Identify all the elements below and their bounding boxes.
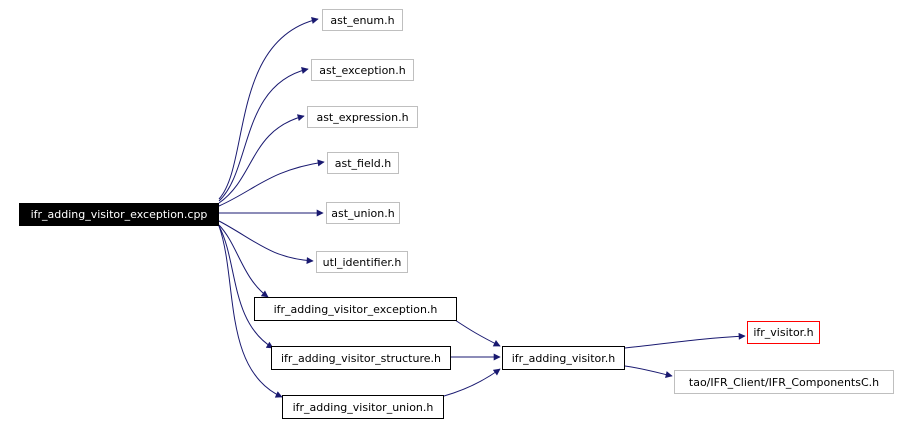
node-label: ifr_visitor.h — [753, 326, 814, 339]
node-ast-enum[interactable]: ast_enum.h — [322, 9, 403, 31]
edge-iav_union-to-iav — [443, 368, 501, 397]
node-label: ifr_adding_visitor_structure.h — [281, 351, 441, 365]
node-ifr-visitor[interactable]: ifr_visitor.h — [747, 321, 820, 344]
node-label: utl_identifier.h — [322, 255, 402, 269]
edge-iav-to-ifr_visitor — [624, 332, 746, 349]
edge-iav_exception-to-iav — [454, 319, 501, 347]
edge-root-to-ast_exception — [218, 67, 309, 202]
edge-root-to-ast_enum — [218, 17, 319, 200]
edge-root-to-iav_exception — [218, 224, 269, 298]
edge-root-to-ast_expression — [218, 114, 305, 204]
edge-root-to-iav_union — [218, 225, 283, 398]
node-ast-field[interactable]: ast_field.h — [327, 152, 399, 174]
node-utl-identifier[interactable]: utl_identifier.h — [316, 251, 408, 273]
edge-iav-to-ifr_components — [624, 365, 673, 378]
node-ast-exception[interactable]: ast_exception.h — [311, 59, 414, 81]
node-iav-union[interactable]: ifr_adding_visitor_union.h — [282, 395, 444, 419]
node-ast-expression[interactable]: ast_expression.h — [307, 106, 418, 128]
node-iav-structure[interactable]: ifr_adding_visitor_structure.h — [271, 346, 451, 370]
node-label: ast_exception.h — [319, 63, 406, 77]
node-ast-union[interactable]: ast_union.h — [326, 202, 400, 224]
edge-root-to-utl_identifier — [218, 220, 314, 265]
node-label: ifr_adding_visitor.h — [511, 351, 616, 365]
node-label: ifr_adding_visitor_exception.cpp — [30, 208, 208, 221]
node-iav[interactable]: ifr_adding_visitor.h — [502, 346, 625, 370]
edge-root-to-iav_structure — [218, 225, 274, 349]
node-label: ifr_adding_visitor_union.h — [292, 400, 434, 414]
node-label: ast_expression.h — [316, 110, 409, 124]
node-label: ifr_adding_visitor_exception.h — [273, 302, 438, 316]
node-label: tao/IFR_Client/IFR_ComponentsC.h — [688, 375, 880, 389]
node-root[interactable]: ifr_adding_visitor_exception.cpp — [19, 203, 219, 226]
edge-root-to-ast_field — [218, 159, 325, 207]
node-label: ast_field.h — [334, 156, 392, 170]
node-iav-exception[interactable]: ifr_adding_visitor_exception.h — [254, 297, 457, 321]
node-ifr-components[interactable]: tao/IFR_Client/IFR_ComponentsC.h — [674, 370, 894, 394]
node-label: ast_union.h — [331, 206, 395, 220]
node-label: ast_enum.h — [330, 13, 395, 27]
